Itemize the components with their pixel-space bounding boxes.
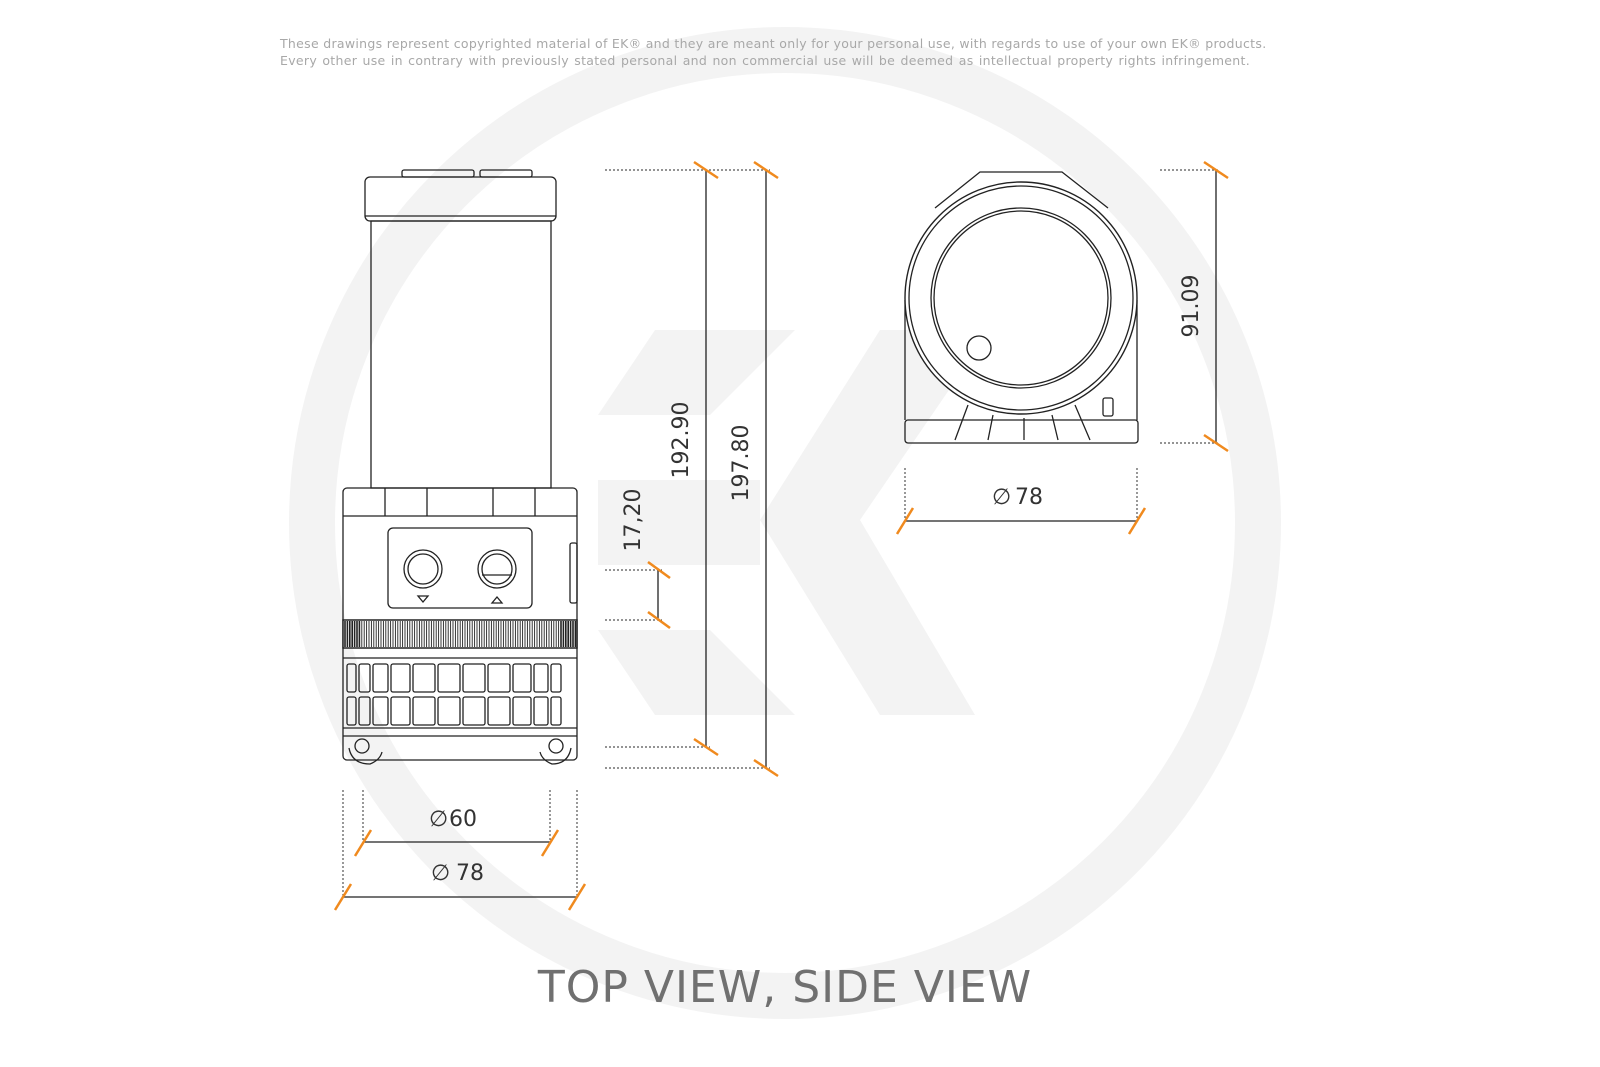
grip-cell [358, 663, 371, 693]
diameter-icon: ∅ [429, 807, 448, 832]
copyright-notice-line1: These drawings represent copyrighted mat… [280, 36, 1267, 51]
grip-cell [346, 663, 357, 693]
diameter-icon: ∅ [992, 485, 1011, 510]
grip-cell [487, 663, 511, 693]
dim-192-90: 192.90 [669, 402, 694, 479]
dim-diameter-78: 78 [456, 861, 484, 886]
grip-cell [372, 663, 389, 693]
dim-197-80: 197.80 [729, 425, 754, 502]
grip-cell [462, 696, 486, 726]
grip-cell [437, 696, 461, 726]
grip-cell [550, 663, 562, 693]
front-view [342, 169, 578, 765]
grip-cell [512, 663, 532, 693]
grip-cell [346, 696, 357, 726]
grip-cell [487, 696, 511, 726]
grip-cell [462, 663, 486, 693]
bottom-diameter-dimensions: ∅ 60 ∅ 78 [333, 790, 587, 911]
dim-side-diameter-78: 78 [1015, 485, 1043, 510]
grip-cell [412, 696, 436, 726]
side-view [904, 171, 1139, 444]
diameter-icon: ∅ [431, 861, 450, 886]
grip-cell [437, 663, 461, 693]
dim-91-09: 91.09 [1179, 275, 1204, 338]
view-title: TOP VIEW, SIDE VIEW [537, 962, 1033, 1013]
side-view-dimensions: 91.09 ∅ 78 [895, 160, 1229, 535]
grip-cell [550, 696, 562, 726]
grip-cell [390, 696, 411, 726]
grip-cell [412, 663, 436, 693]
dim-17-20: 17,20 [621, 489, 646, 552]
grip-cell [533, 696, 549, 726]
grip-cell [358, 696, 371, 726]
grip-cell [533, 663, 549, 693]
dim-diameter-60: 60 [449, 807, 477, 832]
grip-cell [372, 696, 389, 726]
grip-cell [512, 696, 532, 726]
height-dimensions: 192.90 197.80 17,20 [605, 160, 779, 778]
ek-watermark-logo [289, 27, 1281, 1019]
grip-cell [390, 663, 411, 693]
copyright-notice-line2: Every other use in contrary with previou… [280, 53, 1250, 68]
